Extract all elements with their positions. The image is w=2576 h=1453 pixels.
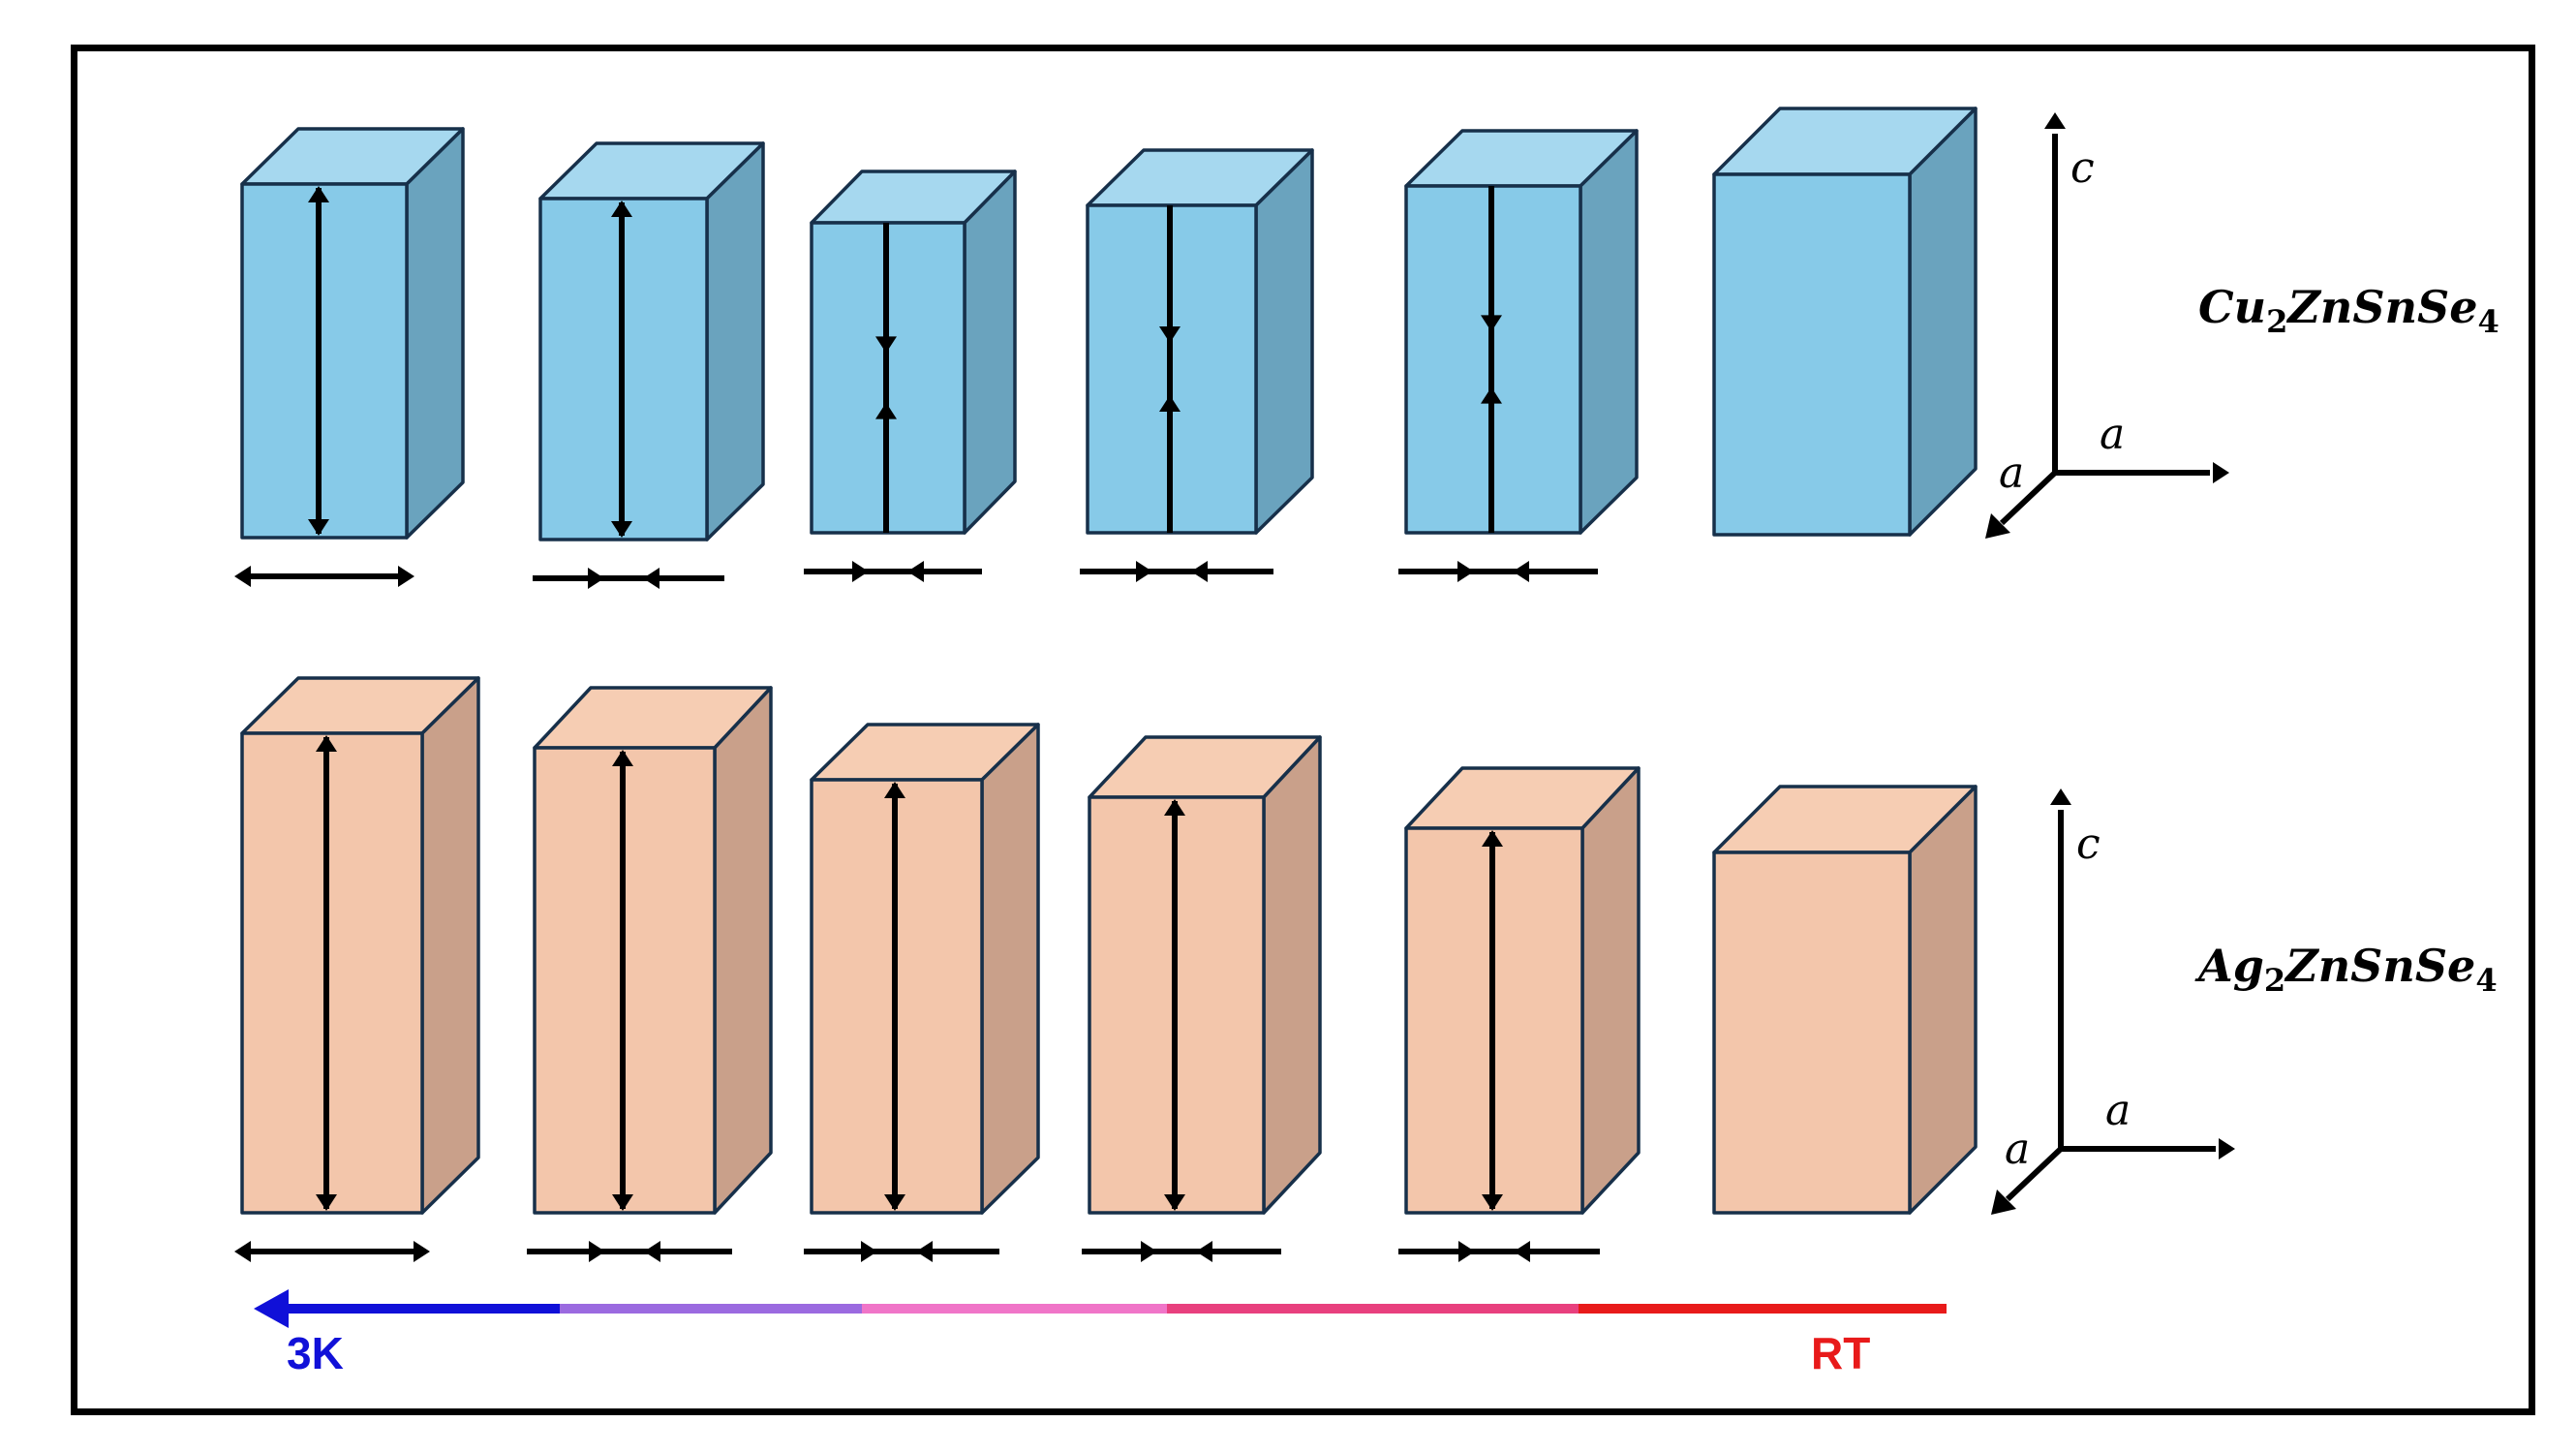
c-arrowhead-top-ag-2 — [612, 750, 633, 766]
a-arrowhead-right-ag-4 — [1196, 1241, 1212, 1262]
a-arrowhead-left-ag-4 — [1141, 1241, 1157, 1262]
a-arrowhead-left-cu-5 — [1457, 561, 1474, 582]
cell-cu-2-side-face — [705, 141, 765, 541]
a-arrowhead-left-ag-1 — [234, 1241, 251, 1262]
axis-a2-arrowhead-cu — [1985, 513, 2010, 539]
temp-label-low: 3K — [287, 1328, 344, 1378]
cell-ag-1-side-face — [420, 676, 480, 1215]
a-arrowhead-right-cu-4 — [1191, 561, 1208, 582]
a-arrowhead-left-cu-1 — [234, 566, 251, 587]
a-arrowhead-left-cu-4 — [1136, 561, 1152, 582]
a-arrowhead-right-ag-3 — [916, 1241, 933, 1262]
c-arrowhead-top-cu-3 — [875, 336, 897, 354]
axis-a2-arrowhead-ag — [1991, 1190, 2016, 1215]
axis-a-arrowhead-cu — [2213, 462, 2229, 483]
c-arrowhead-top-cu-2 — [611, 201, 632, 217]
cell-cu-3-side-face — [963, 170, 1017, 535]
a-arrowhead-left-ag-3 — [861, 1241, 877, 1262]
c-arrowhead-bottom-cu-3 — [875, 402, 897, 419]
cell-ag-6-front-face — [1712, 850, 1912, 1215]
axis-a-label-cu: a — [2100, 410, 2125, 459]
c-arrowhead-top-cu-1 — [308, 186, 329, 202]
c-arrowhead-bottom-ag-3 — [884, 1194, 905, 1211]
a-arrowhead-right-cu-1 — [398, 566, 414, 587]
cell-ag-2-side-face — [713, 686, 773, 1215]
a-arrowhead-right-cu-5 — [1513, 561, 1529, 582]
cell-ag-4-side-face — [1262, 735, 1322, 1215]
a-arrowhead-right-cu-3 — [907, 561, 924, 582]
c-arrowhead-top-ag-5 — [1482, 830, 1503, 847]
axis-a2-label-ag: a — [2005, 1125, 2030, 1174]
c-arrowhead-bottom-cu-5 — [1481, 386, 1502, 404]
c-arrowhead-top-ag-4 — [1164, 799, 1185, 816]
axis-a2-label-cu: a — [1999, 448, 2024, 498]
c-arrowhead-top-ag-3 — [884, 782, 905, 798]
a-arrowhead-left-ag-2 — [589, 1241, 605, 1262]
c-arrowhead-bottom-ag-5 — [1482, 1194, 1503, 1211]
axis-c-label-ag: c — [2076, 819, 2101, 869]
cell-ag-1-front-face — [240, 731, 424, 1215]
cell-cu-4-side-face — [1254, 148, 1314, 535]
a-arrowhead-left-cu-2 — [588, 568, 604, 589]
coordinate-axes-cu: c a a — [1985, 112, 2229, 539]
axis-c-label-cu: c — [2070, 143, 2095, 193]
figure-frame — [71, 45, 2535, 1415]
cell-cu-6-side-face — [1908, 107, 1978, 537]
c-arrowhead-bottom-ag-4 — [1164, 1194, 1185, 1211]
axis-a-label-ag: a — [2105, 1086, 2131, 1135]
a-arrowhead-left-cu-3 — [852, 561, 869, 582]
cell-cu-6-front-face — [1712, 172, 1912, 537]
cell-ag-3-side-face — [980, 723, 1040, 1215]
c-arrowhead-bottom-cu-1 — [308, 519, 329, 536]
a-arrowhead-right-ag-2 — [644, 1241, 660, 1262]
c-arrowhead-bottom-ag-2 — [612, 1194, 633, 1211]
temp-bar-arrowhead — [254, 1289, 289, 1328]
formula-cu: Cu2ZnSnSe4 — [2198, 281, 2499, 340]
a-arrowhead-right-cu-2 — [643, 568, 659, 589]
axis-a2-line-cu — [1999, 470, 2058, 526]
c-arrowhead-top-cu-4 — [1159, 325, 1181, 343]
cell-cu-5-side-face — [1579, 129, 1639, 535]
a-arrowhead-left-ag-5 — [1458, 1241, 1475, 1262]
axis-c-arrowhead-ag — [2050, 788, 2071, 805]
axis-a-arrowhead-ag — [2219, 1138, 2235, 1159]
cell-ag-5-side-face — [1580, 766, 1641, 1215]
a-arrowhead-right-ag-5 — [1514, 1241, 1530, 1262]
c-arrowhead-bottom-cu-2 — [611, 521, 632, 538]
cell-cu-1-front-face — [240, 182, 409, 540]
temp-label-high: RT — [1811, 1328, 1871, 1378]
c-arrowhead-bottom-cu-4 — [1159, 395, 1181, 413]
coordinate-axes-ag: c a a — [1991, 788, 2235, 1215]
c-arrowhead-top-ag-1 — [316, 735, 337, 752]
cell-ag-6-side-face — [1908, 785, 1978, 1215]
axis-a2-line-ag — [2005, 1146, 2064, 1202]
c-arrowhead-bottom-ag-1 — [316, 1194, 337, 1211]
a-arrowhead-right-ag-1 — [414, 1241, 430, 1262]
formula-ag: Ag2ZnSnSe4 — [2198, 940, 2498, 999]
cell-cu-1-side-face — [405, 127, 465, 540]
c-arrowhead-top-cu-5 — [1481, 315, 1502, 332]
axis-c-arrowhead-cu — [2044, 112, 2066, 129]
